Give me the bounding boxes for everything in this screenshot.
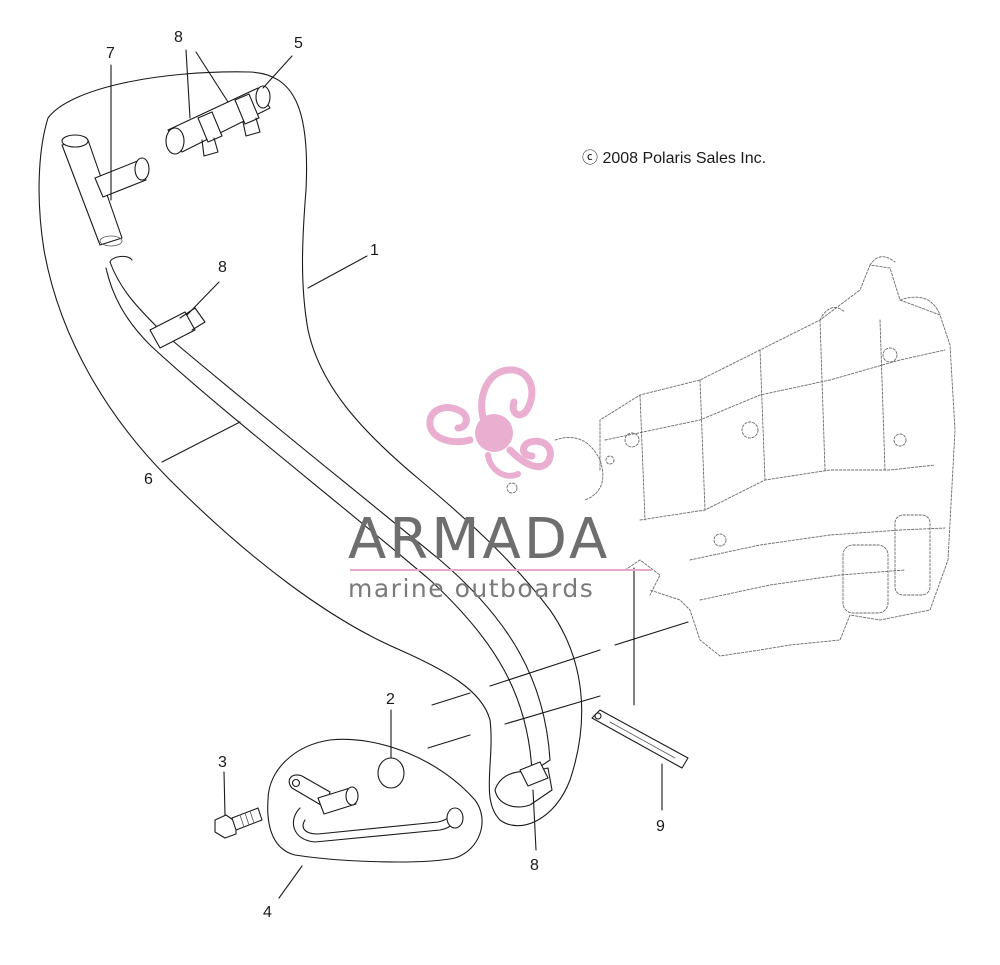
propeller-hub (475, 414, 513, 452)
part-1-group-outline (38, 71, 583, 827)
engine-block (506, 256, 956, 657)
armada-propeller-logo (426, 366, 554, 479)
callout-8-top: 8 (174, 29, 183, 46)
part-4-group-outline (267, 738, 483, 863)
callout-1: 1 (370, 242, 379, 259)
callout-9: 9 (656, 818, 665, 835)
callout-6: 6 (144, 471, 153, 488)
callout-labels: 7 8 5 1 8 6 2 3 4 8 9 (106, 29, 665, 921)
propeller-blade-right (506, 437, 554, 471)
callout-7: 7 (106, 45, 115, 62)
watermark-tagline: marine outboards (348, 574, 594, 603)
part-2-plug (377, 757, 405, 789)
part-9-strap (591, 709, 689, 769)
propeller-blade-top (478, 366, 536, 422)
callout-8-middle: 8 (218, 259, 227, 276)
callout-8-bottom: 8 (530, 857, 539, 874)
watermark-brand: ARMADA (348, 507, 610, 572)
part-3-bolt (214, 807, 263, 839)
part-5-connector (165, 85, 271, 157)
reference-lines (427, 567, 689, 749)
callout-3: 3 (218, 754, 227, 771)
callout-2: 2 (386, 691, 395, 708)
part-6-hose (105, 255, 553, 808)
propeller-blade-left (426, 404, 474, 446)
part-7-tee-fitting (61, 134, 150, 247)
copyright-text: ⓒ 2008 Polaris Sales Inc. (582, 149, 766, 167)
callout-5: 5 (294, 35, 303, 52)
callout-4: 4 (263, 904, 272, 921)
leader-lines (110, 49, 663, 899)
part-4-pipe (288, 774, 464, 843)
propeller-blade-bottom (485, 452, 521, 479)
